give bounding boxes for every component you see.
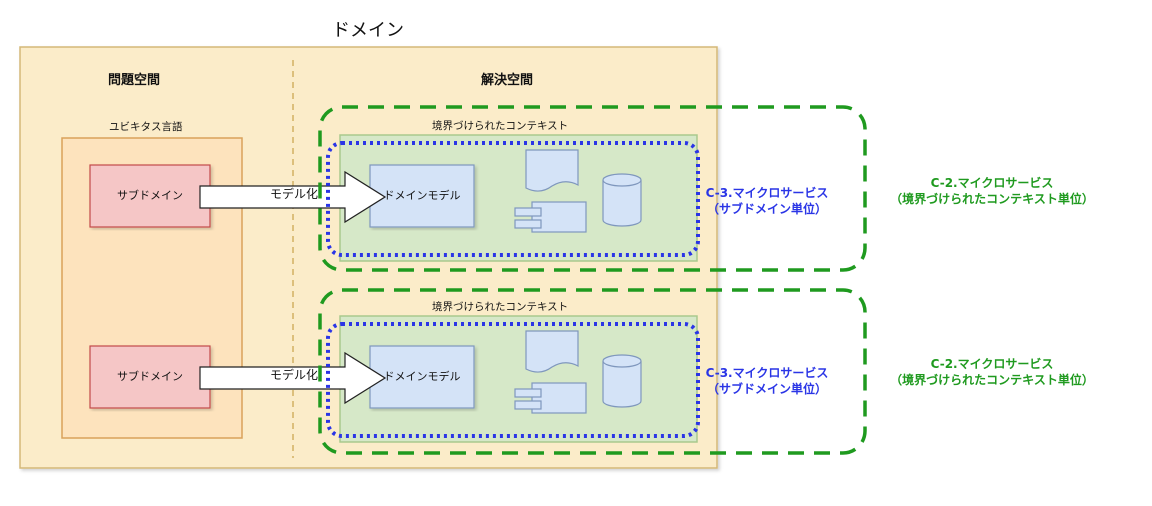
component-icon — [514, 382, 587, 414]
note-line: C-3.マイクロサービス — [705, 186, 829, 200]
context-microservice-note: C-2.マイクロサービス （境界づけられたコンテキスト単位） — [862, 356, 1122, 388]
subdomain-label: サブドメイン — [117, 189, 183, 202]
subdomain-microservice-note: C-3.マイクロサービス （サブドメイン単位） — [699, 185, 835, 217]
bounded-context-label: 境界づけられたコンテキスト — [432, 120, 569, 132]
subdomain-label: サブドメイン — [117, 370, 183, 383]
note-line: C-2.マイクロサービス — [930, 357, 1054, 371]
domain-model-box-2 — [369, 345, 475, 409]
domain-title: ドメイン — [332, 20, 404, 41]
modeling-arrow-2 — [199, 351, 387, 405]
bounded-context-label: 境界づけられたコンテキスト — [432, 301, 569, 313]
database-icon — [602, 173, 642, 227]
note-line: C-2.マイクロサービス — [930, 176, 1054, 190]
subdomain-box-1 — [89, 164, 211, 228]
ubiquitous-language-label: ユビキタス言語 — [109, 121, 183, 133]
note-line: （サブドメイン単位） — [706, 382, 827, 397]
microservice-subdomain-boundary-2 — [326, 322, 700, 438]
problem-space-title: 問題空間 — [108, 73, 161, 88]
note-line: （境界づけられたコンテキスト単位） — [890, 192, 1094, 207]
domain-model-label: ドメインモデル — [383, 370, 461, 383]
domain-model-box-1 — [369, 164, 475, 228]
database-icon — [602, 354, 642, 408]
modeling-arrow-label: モデル化 — [270, 368, 319, 382]
context-microservice-note: C-2.マイクロサービス （境界づけられたコンテキスト単位） — [862, 175, 1122, 207]
note-line: （サブドメイン単位） — [706, 202, 827, 217]
component-icon — [514, 201, 587, 233]
domain-model-label: ドメインモデル — [383, 189, 461, 202]
note-line: C-3.マイクロサービス — [705, 366, 829, 380]
note-line: （境界づけられたコンテキスト単位） — [890, 373, 1094, 388]
modeling-arrow-label: モデル化 — [270, 187, 319, 201]
microservice-context-boundary-2 — [318, 288, 867, 455]
microservice-subdomain-boundary-1 — [326, 141, 700, 257]
document-icon — [525, 149, 579, 192]
document-icon — [525, 330, 579, 373]
subdomain-microservice-note: C-3.マイクロサービス （サブドメイン単位） — [699, 365, 835, 397]
microservice-context-boundary-1 — [318, 105, 867, 272]
solution-space-title: 解決空間 — [481, 73, 534, 88]
modeling-arrow-1 — [199, 170, 387, 224]
